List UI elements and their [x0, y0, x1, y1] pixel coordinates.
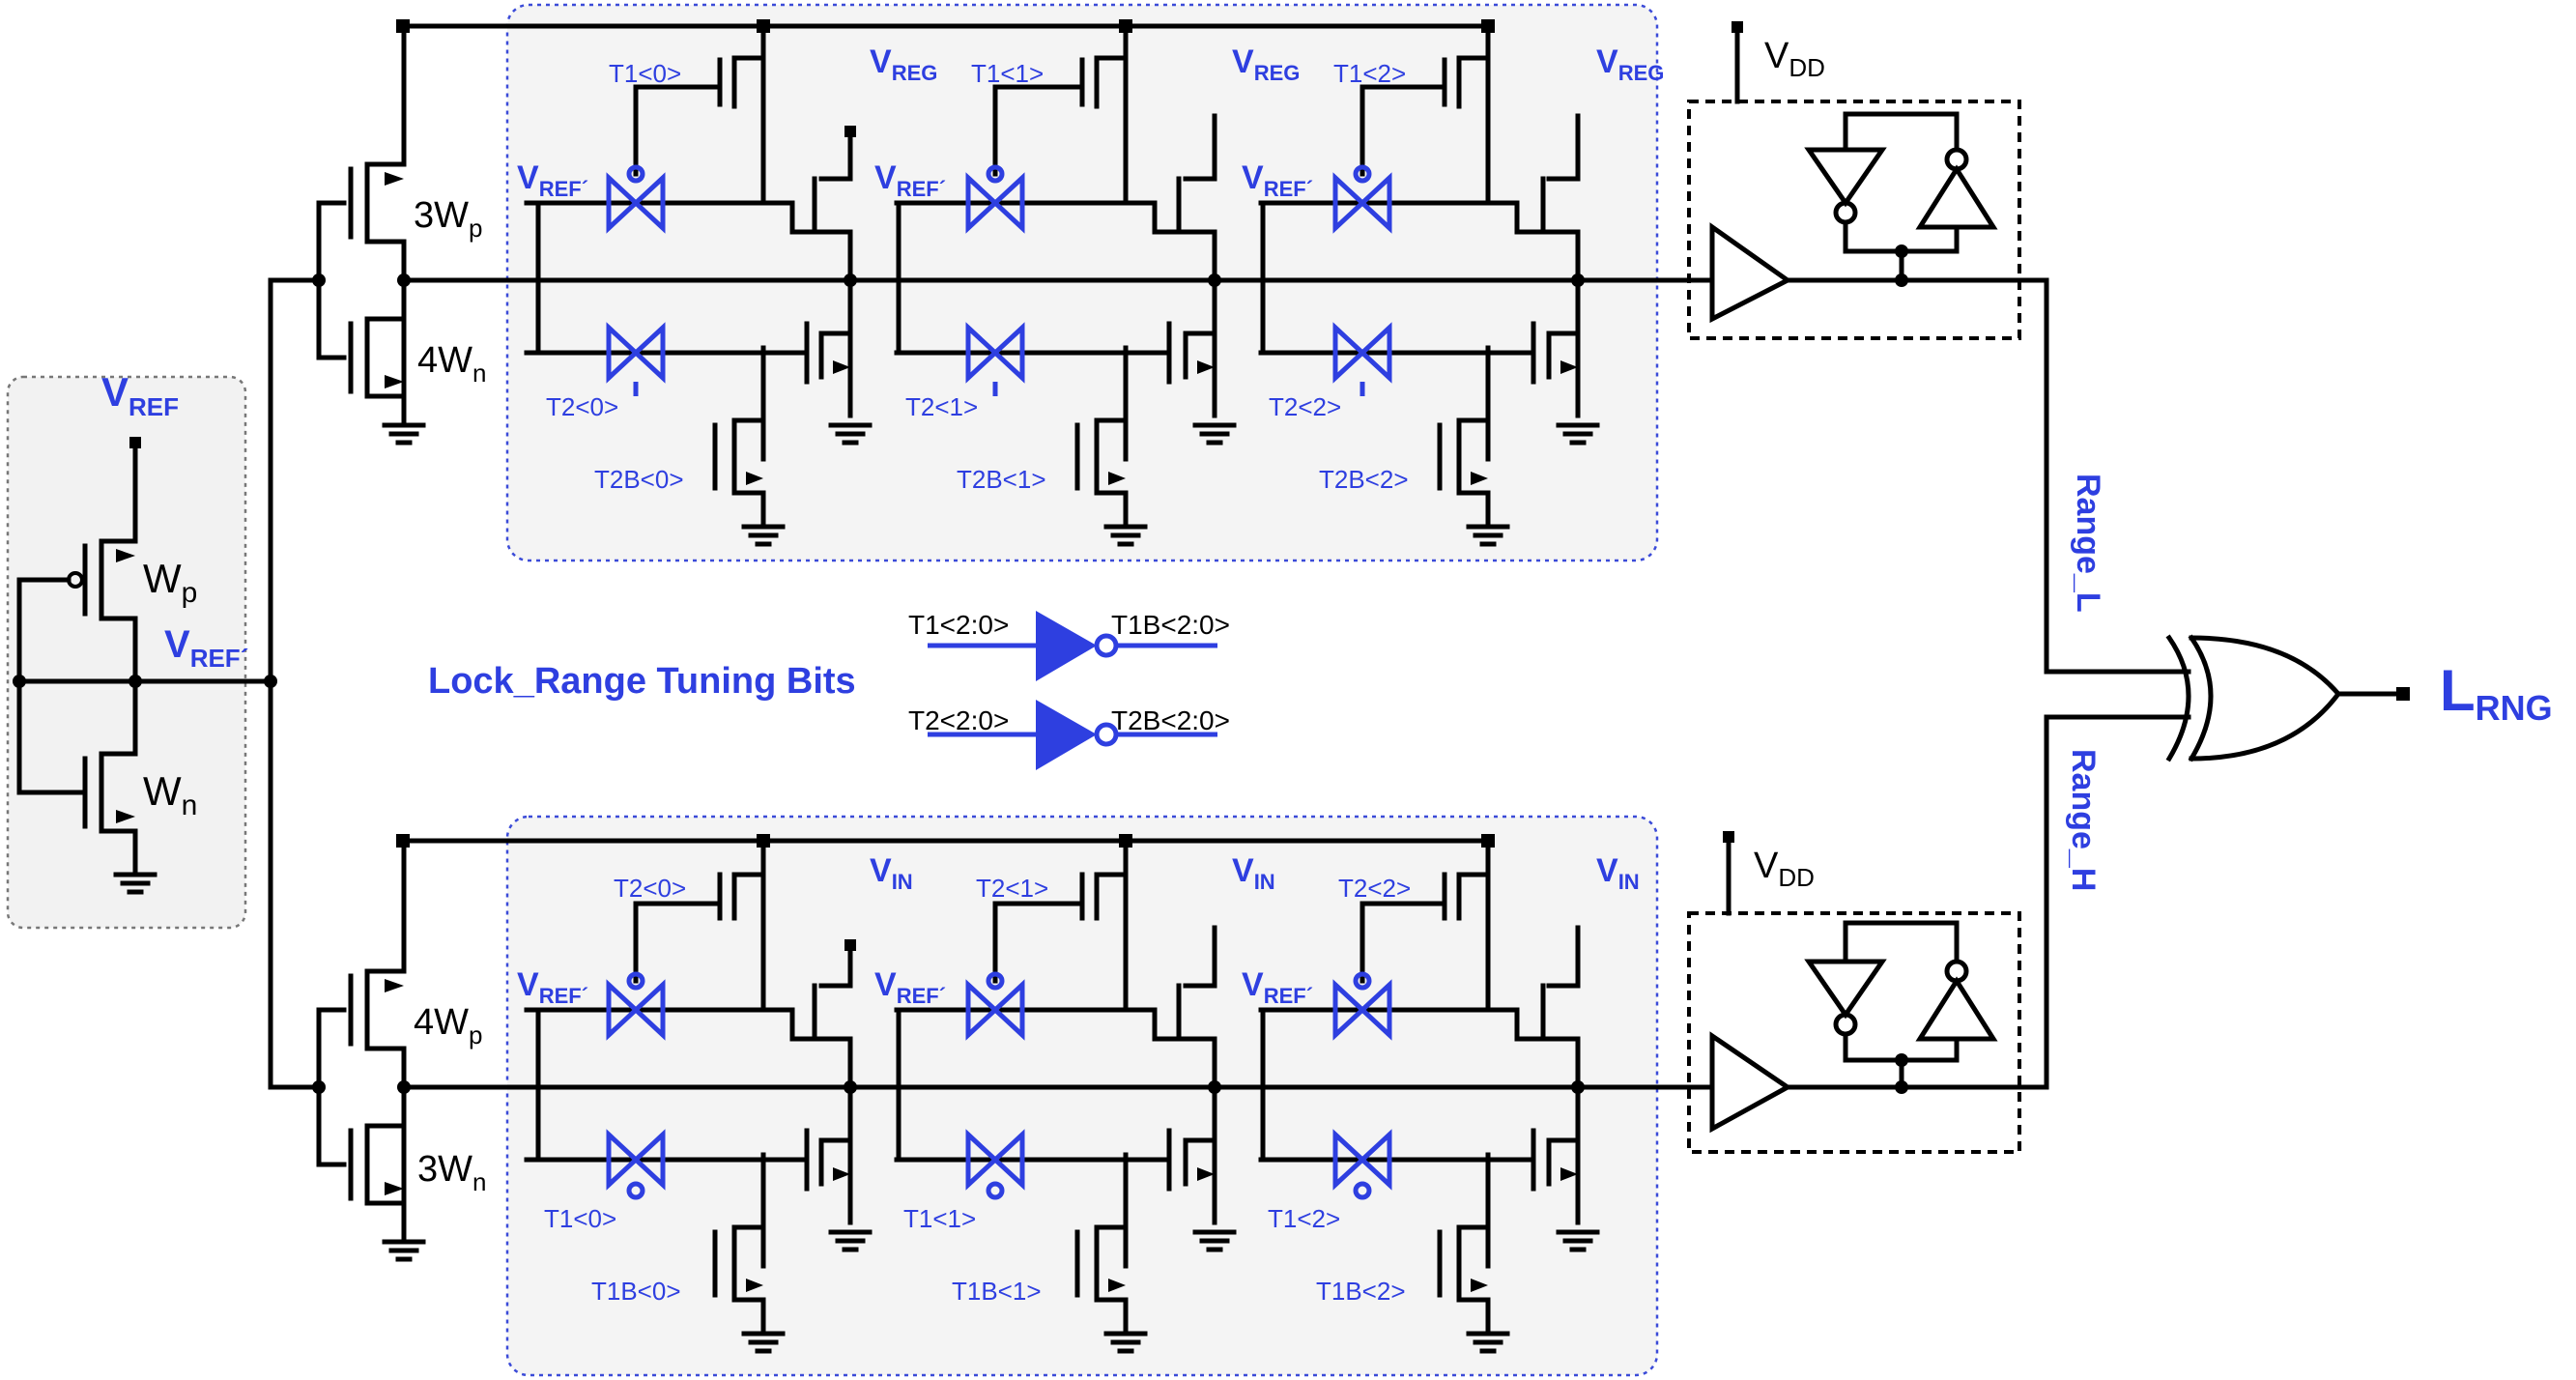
top-4wn-label: 4Wn — [417, 340, 486, 388]
bottom-delay-panel — [505, 815, 1659, 1377]
top-stage-2 — [1258, 19, 1597, 544]
lock-range-tuning-label: Lock_Range Tuning Bits — [428, 661, 856, 702]
t2-bus-label: T2<2:0> — [908, 705, 1009, 735]
t1b-bus-label: T1B<2:0> — [1111, 610, 1230, 640]
top-t2b-0: T2B<0> — [594, 465, 684, 494]
xor-gate — [2044, 277, 2410, 1090]
range-l-label: Range_L — [2070, 474, 2106, 613]
bottom-stage-0 — [524, 834, 870, 1351]
bottom-vref-prime-1: VREF´ — [874, 966, 946, 1008]
t1-inverter — [928, 611, 1217, 681]
bottom-t1b-0: T1B<0> — [591, 1277, 681, 1306]
t2-inverter — [928, 700, 1217, 770]
bottom-t1-2: T1<2> — [1268, 1204, 1340, 1233]
top-t2-0: T2<0> — [546, 392, 618, 421]
bottom-latch-box — [1687, 911, 2021, 1154]
top-t2-1: T2<1> — [905, 392, 978, 421]
top-vref-prime-2: VREF´ — [1242, 159, 1313, 201]
bottom-vin-2: VIN — [1596, 852, 1640, 894]
top-latch — [1686, 21, 2049, 324]
top-t2b-2: T2B<2> — [1319, 465, 1409, 494]
top-vreg-0: VREG — [870, 43, 937, 85]
bottom-vin-0: VIN — [870, 852, 913, 894]
bottom-vref-prime-0: VREF´ — [517, 966, 588, 1008]
top-vref-prime-1: VREF´ — [874, 159, 946, 201]
top-vdd-label: VDD — [1764, 36, 1825, 82]
t1-bus-label: T1<2:0> — [908, 610, 1009, 640]
bottom-t2-1: T2<1> — [976, 874, 1048, 903]
top-t1-1: T1<1> — [971, 59, 1044, 88]
vref-prime-label: VREF´ — [164, 623, 248, 673]
bottom-vdd-label: VDD — [1754, 846, 1815, 892]
bottom-t1-1: T1<1> — [903, 1204, 976, 1233]
bottom-t1b-1: T1B<1> — [952, 1277, 1042, 1306]
wn-label: Wn — [143, 768, 197, 821]
range-h-label: Range_H — [2065, 749, 2102, 891]
bottom-t1b-2: T1B<2> — [1316, 1277, 1406, 1306]
bias-generator — [13, 437, 277, 892]
top-t1-0: T1<0> — [609, 59, 681, 88]
lrng-output-label: LRNG — [2440, 658, 2553, 728]
top-vreg-2: VREG — [1596, 43, 1664, 85]
bottom-t1-0: T1<0> — [544, 1204, 616, 1233]
t2b-bus-label: T2B<2:0> — [1111, 705, 1230, 735]
top-t2-2: T2<2> — [1269, 392, 1341, 421]
top-latch-box — [1687, 100, 2021, 340]
wp-label: Wp — [143, 556, 197, 609]
top-vref-prime-0: VREF´ — [517, 159, 588, 201]
vref-label: VREF — [101, 369, 179, 421]
bottom-3wn-label: 3Wn — [417, 1149, 486, 1196]
top-stage-1 — [894, 19, 1234, 544]
bottom-t2-2: T2<2> — [1338, 874, 1411, 903]
top-t1-2: T1<2> — [1333, 59, 1406, 88]
top-delay-line — [268, 19, 1692, 443]
bottom-latch — [1686, 831, 2049, 1134]
bottom-stage-1 — [894, 834, 1234, 1351]
bottom-vin-1: VIN — [1232, 852, 1275, 894]
top-stage-0 — [524, 19, 870, 544]
top-vreg-1: VREG — [1232, 43, 1300, 85]
bottom-stage-2 — [1258, 834, 1597, 1351]
bottom-4wp-label: 4Wp — [414, 1002, 482, 1049]
top-3wp-label: 3Wp — [414, 195, 482, 243]
bottom-vref-prime-2: VREF´ — [1242, 966, 1313, 1008]
bottom-delay-line — [268, 834, 1692, 1259]
top-t2b-1: T2B<1> — [957, 465, 1046, 494]
bottom-t2-0: T2<0> — [614, 874, 686, 903]
